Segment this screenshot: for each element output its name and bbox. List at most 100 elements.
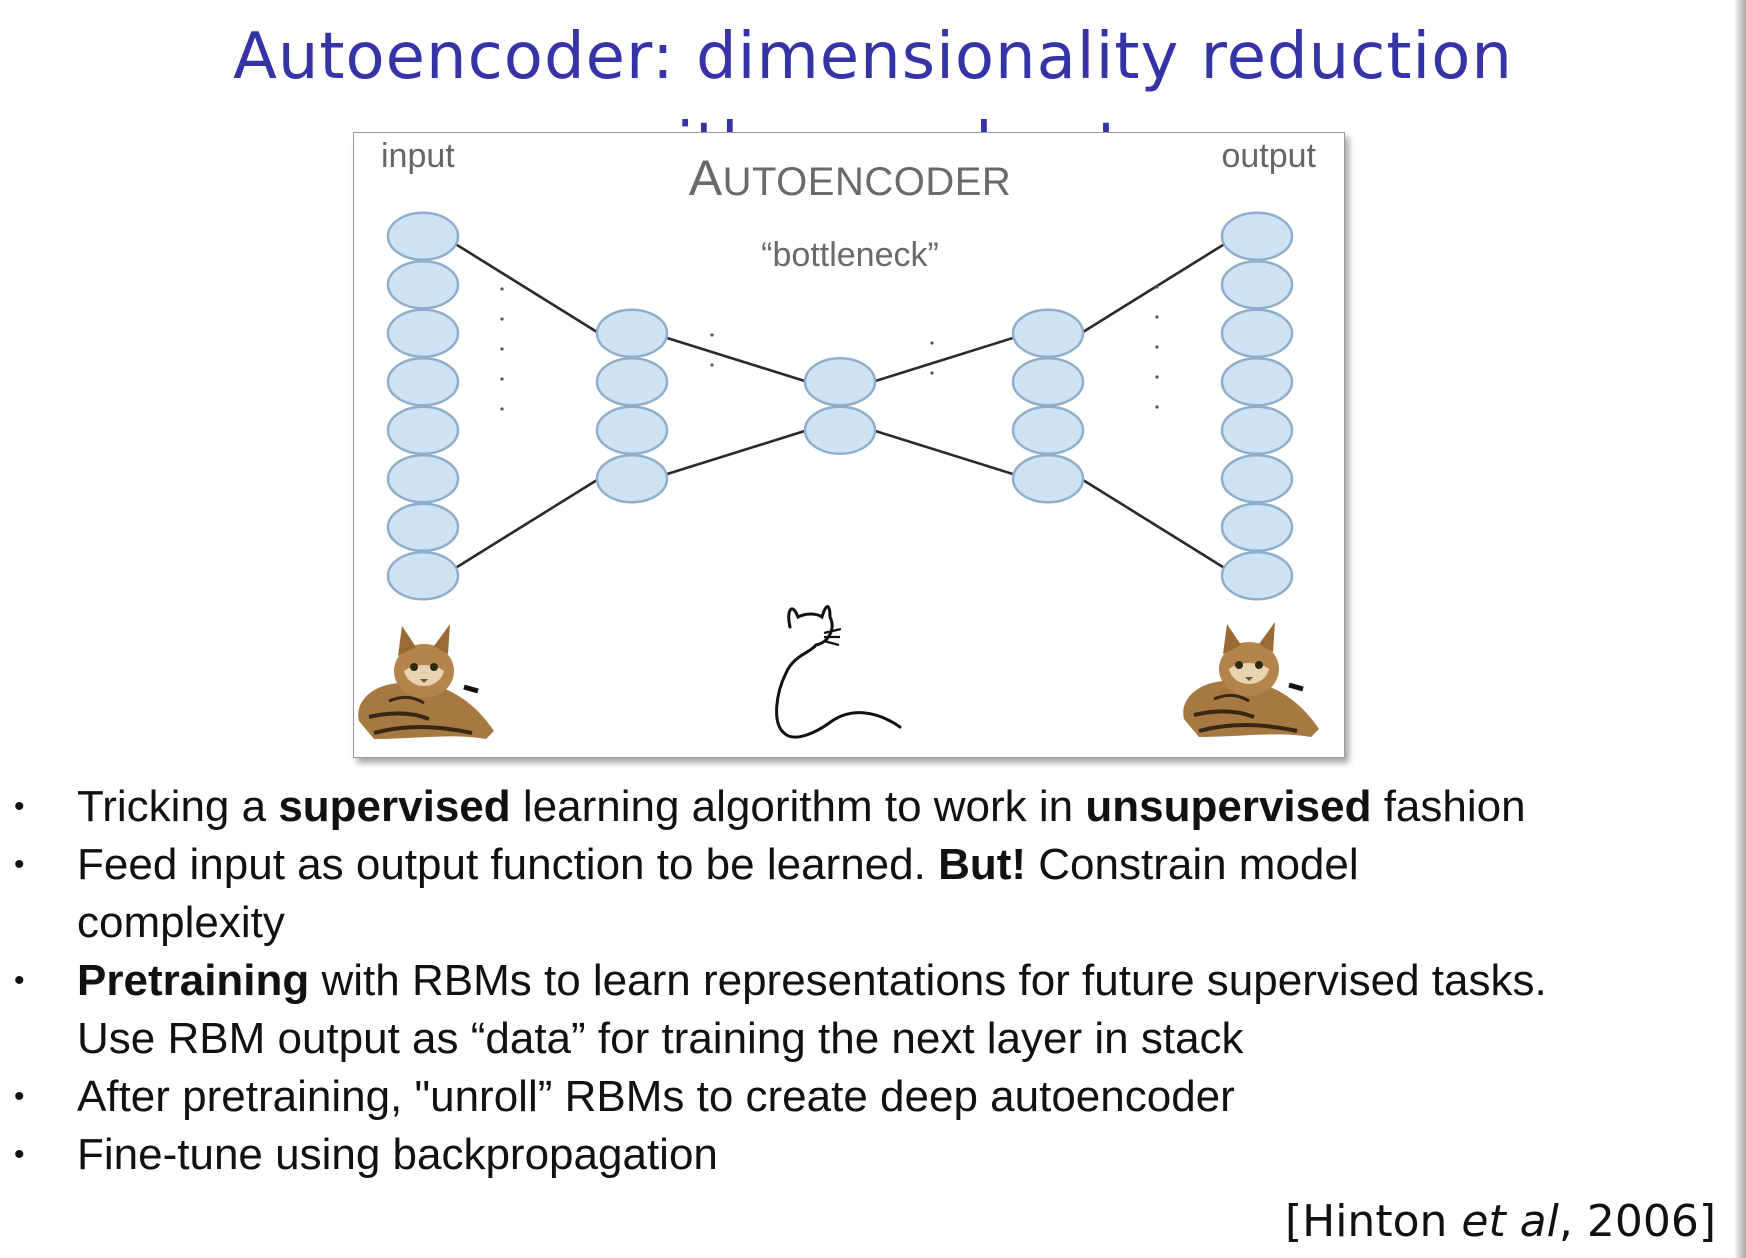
cat-eye xyxy=(1255,661,1263,669)
connection-line xyxy=(651,429,808,480)
cat-eye xyxy=(410,663,418,671)
ellipsis-dot xyxy=(930,371,934,375)
neuron-node xyxy=(595,357,669,407)
ellipsis-dot xyxy=(1155,315,1159,319)
bullet-dot: • xyxy=(14,1138,25,1171)
bullet-dot: • xyxy=(14,964,25,997)
input-label: input xyxy=(381,137,455,175)
bullet-text: But! xyxy=(938,840,1027,889)
bullet-item: • Fine-tune using backpropagation xyxy=(0,1126,1560,1184)
ellipsis-dot xyxy=(500,347,504,351)
cat-stripe xyxy=(1213,693,1250,703)
neuron-node xyxy=(386,260,460,310)
citation-etal: et al xyxy=(1461,1196,1559,1247)
cat-body xyxy=(358,682,494,739)
bullet-text: Pretraining xyxy=(77,956,310,1005)
figure-title: AUTOENCODER xyxy=(354,149,1346,207)
cat-ear xyxy=(434,624,450,654)
bottleneck-label: “bottleneck” xyxy=(761,236,939,274)
figure-title-rest: UTOENCODER xyxy=(722,160,1012,204)
cat-sketch-outline xyxy=(775,605,902,739)
ellipsis-dot xyxy=(500,287,504,291)
slide-title-text: Autoencoder: dimensionality reduction wi… xyxy=(233,20,1513,132)
neuron-node xyxy=(386,551,460,601)
neuron-node xyxy=(386,211,460,261)
cat-photo-input xyxy=(358,624,494,739)
bullet-text: Fine-tune using backpropagation xyxy=(77,1130,718,1179)
ellipsis-dot xyxy=(1155,375,1159,379)
ellipsis-dot xyxy=(1155,285,1159,289)
neuron-node xyxy=(1220,551,1294,601)
cat-tail-tip xyxy=(1288,682,1304,692)
neuron-node xyxy=(1220,260,1294,310)
neuron-node xyxy=(1220,405,1294,455)
neuron-node xyxy=(1220,308,1294,358)
cat-stripe xyxy=(368,711,430,721)
bullet-text: Constrain model complexity xyxy=(77,840,1359,947)
neuron-node xyxy=(386,308,460,358)
ellipsis-dot xyxy=(710,363,714,367)
bullet-text: supervised xyxy=(278,782,511,831)
bullet-list: •Tricking a supervised learning algorith… xyxy=(0,778,1746,1184)
cat-tail-tip xyxy=(463,684,479,694)
cat-body xyxy=(1183,680,1319,737)
bullet-dot: • xyxy=(14,1080,25,1113)
autoencoder-figure: input output AUTOENCODER “bottleneck” xyxy=(353,132,1345,758)
neuron-node xyxy=(386,357,460,407)
bullet-text: with RBMs to learn representations for f… xyxy=(77,956,1547,1063)
neuron-node xyxy=(1011,405,1085,455)
neuron-node xyxy=(595,454,669,504)
neuron-node xyxy=(1220,211,1294,261)
neuron-node xyxy=(386,405,460,455)
bullet-item: •Tricking a supervised learning algorith… xyxy=(0,778,1560,836)
connection-line xyxy=(1080,477,1238,577)
autoencoder-network-diagram xyxy=(358,211,1319,739)
cat-stripe xyxy=(1198,723,1298,733)
ellipsis-dot xyxy=(500,317,504,321)
cat-photo-output xyxy=(1183,622,1319,737)
neuron-node xyxy=(1011,308,1085,358)
connection-line xyxy=(442,235,600,335)
connection-line xyxy=(651,332,808,383)
neuron-node xyxy=(1220,454,1294,504)
ellipsis-dot xyxy=(1155,405,1159,409)
cat-ear xyxy=(1259,622,1275,652)
cat-ear xyxy=(1223,624,1241,654)
bullet-dot: • xyxy=(14,848,25,881)
bullet-text: learning algorithm to work in xyxy=(510,782,1086,831)
cat-stripe xyxy=(1193,709,1255,719)
ellipsis-dot xyxy=(710,333,714,337)
neuron-node xyxy=(1220,357,1294,407)
neuron-node xyxy=(803,357,877,407)
ellipsis-dot xyxy=(1155,345,1159,349)
slide-edge-shadow xyxy=(1734,0,1746,1258)
cat-sketch-whiskers xyxy=(823,627,842,647)
bullet-text: unsupervised xyxy=(1085,782,1372,831)
cat-nose xyxy=(1245,677,1253,681)
cat-ear xyxy=(398,626,416,656)
ellipsis-dot xyxy=(930,341,934,345)
cat-stripe xyxy=(388,695,425,705)
neuron-node xyxy=(1011,357,1085,407)
neuron-node xyxy=(1220,502,1294,552)
neuron-node xyxy=(595,308,669,358)
cat-eye xyxy=(1235,661,1243,669)
output-label: output xyxy=(1221,137,1316,175)
cat-stripe xyxy=(373,725,473,735)
slide-title: Autoencoder: dimensionality reduction wi… xyxy=(0,0,1746,132)
bullet-item: • After pretraining, "unroll” RBMs to cre… xyxy=(0,1068,1560,1126)
cat-nose xyxy=(420,679,428,683)
neuron-node xyxy=(1011,454,1085,504)
ellipsis-dot xyxy=(500,377,504,381)
connection-line xyxy=(872,332,1029,383)
bullet-text: After pretraining, "unroll” RBMs to crea… xyxy=(77,1072,1235,1121)
cat-eye xyxy=(430,663,438,671)
ellipsis-dot xyxy=(500,407,504,411)
citation-close: , 2006] xyxy=(1558,1196,1716,1247)
bullet-text: Feed input as output function to be lear… xyxy=(77,840,939,889)
connection-line xyxy=(872,429,1029,480)
citation-open: [Hinton xyxy=(1284,1196,1462,1247)
bullet-dot: • xyxy=(14,790,25,823)
citation: [Hinton et al, 2006] xyxy=(1285,1193,1716,1251)
bullet-text: fashion xyxy=(1371,782,1526,831)
